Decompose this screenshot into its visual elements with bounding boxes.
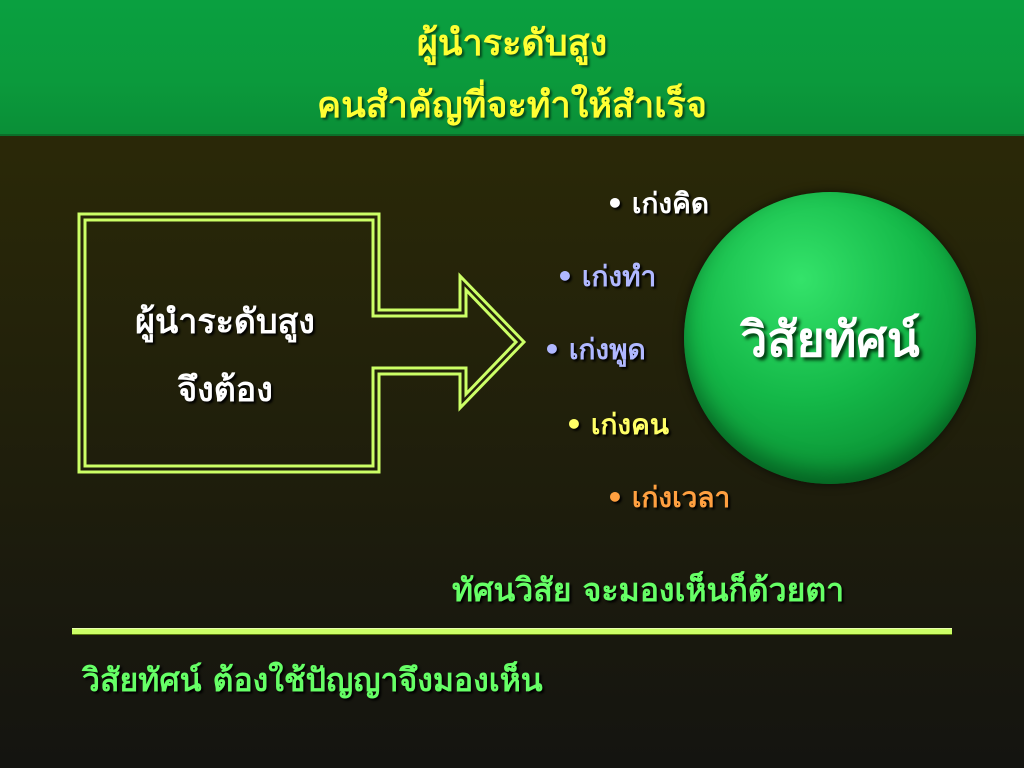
bullet-dot: • [565,408,583,441]
slide-subtitle: คนสำคัญที่จะทำให้สำเร็จ [317,85,707,126]
bullet-text: เก่งพูด [568,333,646,366]
arrow-outline-inner [83,218,519,468]
title-banner: ผู้นำระดับสูง คนสำคัญที่จะทำให้สำเร็จ [0,0,1024,136]
bullet-text: เก่งเวลา [631,481,731,514]
bullet-text: เก่งทำ [581,260,657,293]
bullet-dot: • [606,187,624,220]
bullet-item: •เก่งคิด [606,182,709,226]
vision-circle-label: วิสัยทัศน์ [740,312,920,368]
bullet-text: เก่งคน [590,408,669,441]
bullet-dot: • [606,481,624,514]
bullet-item: •เก่งทำ [556,255,656,299]
bullet-dot: • [543,333,561,366]
arrow-text-line2: จึงต้อง [177,370,273,410]
bullet-text: เก่งคิด [631,187,710,220]
arrow-text-line1: ผู้นำระดับสูง [135,302,315,342]
bullet-item: •เก่งคน [565,403,669,447]
bullet-dot: • [556,260,574,293]
arrow-outline-outer [77,212,527,474]
bullet-item: •เก่งเวลา [606,476,730,520]
slide-title: ผู้นำระดับสูง [416,23,608,64]
vision-circle [684,192,976,484]
divider-line [72,629,952,634]
caption-top: ทัศนวิสัย จะมองเห็นก็ด้วยตา [452,571,845,609]
bullet-item: •เก่งพูด [543,328,646,372]
caption-bottom: วิสัยทัศน์ ต้องใช้ปัญญาจึงมองเห็น [82,661,543,699]
